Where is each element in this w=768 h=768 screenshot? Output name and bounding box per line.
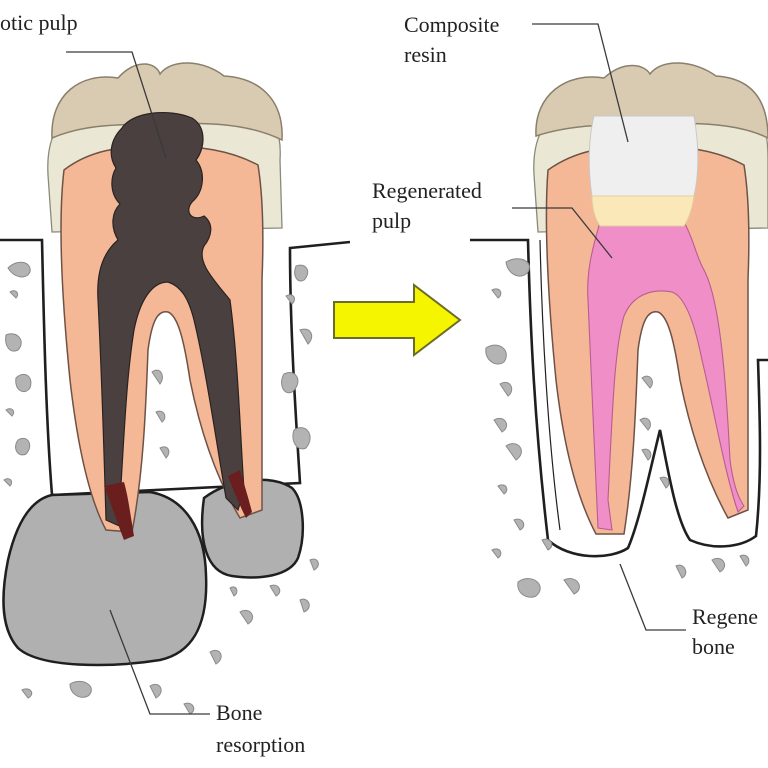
treatment-arrow bbox=[333, 282, 462, 358]
leader-composite-resin bbox=[532, 23, 629, 143]
label-regenerated-bone-1: Regene bbox=[692, 604, 758, 629]
liner-layer bbox=[591, 195, 695, 227]
label-necrotic-pulp: otic pulp bbox=[0, 10, 78, 35]
leader-regenerated-bone bbox=[619, 563, 686, 631]
regenerated-tooth-panel: Composite resin Regenerated pulp Regene … bbox=[372, 12, 768, 659]
small-bone-resorption-lesion bbox=[200, 478, 304, 579]
label-composite-resin-1: Composite bbox=[404, 12, 499, 37]
left-bone-fragments bbox=[3, 261, 319, 715]
label-regenerated-pulp-2: pulp bbox=[372, 208, 411, 233]
composite-resin bbox=[588, 115, 699, 197]
label-bone-resorption-1: Bone bbox=[216, 700, 262, 725]
right-bone-fragments bbox=[485, 258, 750, 598]
necrotic-apex-mesial bbox=[104, 482, 134, 540]
regenerated-pulp bbox=[587, 221, 745, 531]
label-regenerated-bone-2: bone bbox=[692, 634, 735, 659]
large-bone-resorption-lesion bbox=[2, 490, 208, 667]
label-composite-resin-2: resin bbox=[404, 42, 447, 67]
necrotic-apex-distal bbox=[228, 470, 252, 518]
necrotic-pulp bbox=[97, 111, 245, 529]
label-bone-resorption-2: resorption bbox=[216, 732, 305, 757]
label-regenerated-pulp-1: Regenerated bbox=[372, 178, 482, 203]
right-root-lining bbox=[539, 239, 561, 531]
necrotic-tooth-panel: otic pulp Bone resorption bbox=[0, 10, 351, 757]
leader-regenerated-pulp bbox=[512, 207, 613, 259]
leader-bone-resorption bbox=[109, 609, 210, 715]
leader-necrotic-pulp bbox=[66, 51, 167, 159]
